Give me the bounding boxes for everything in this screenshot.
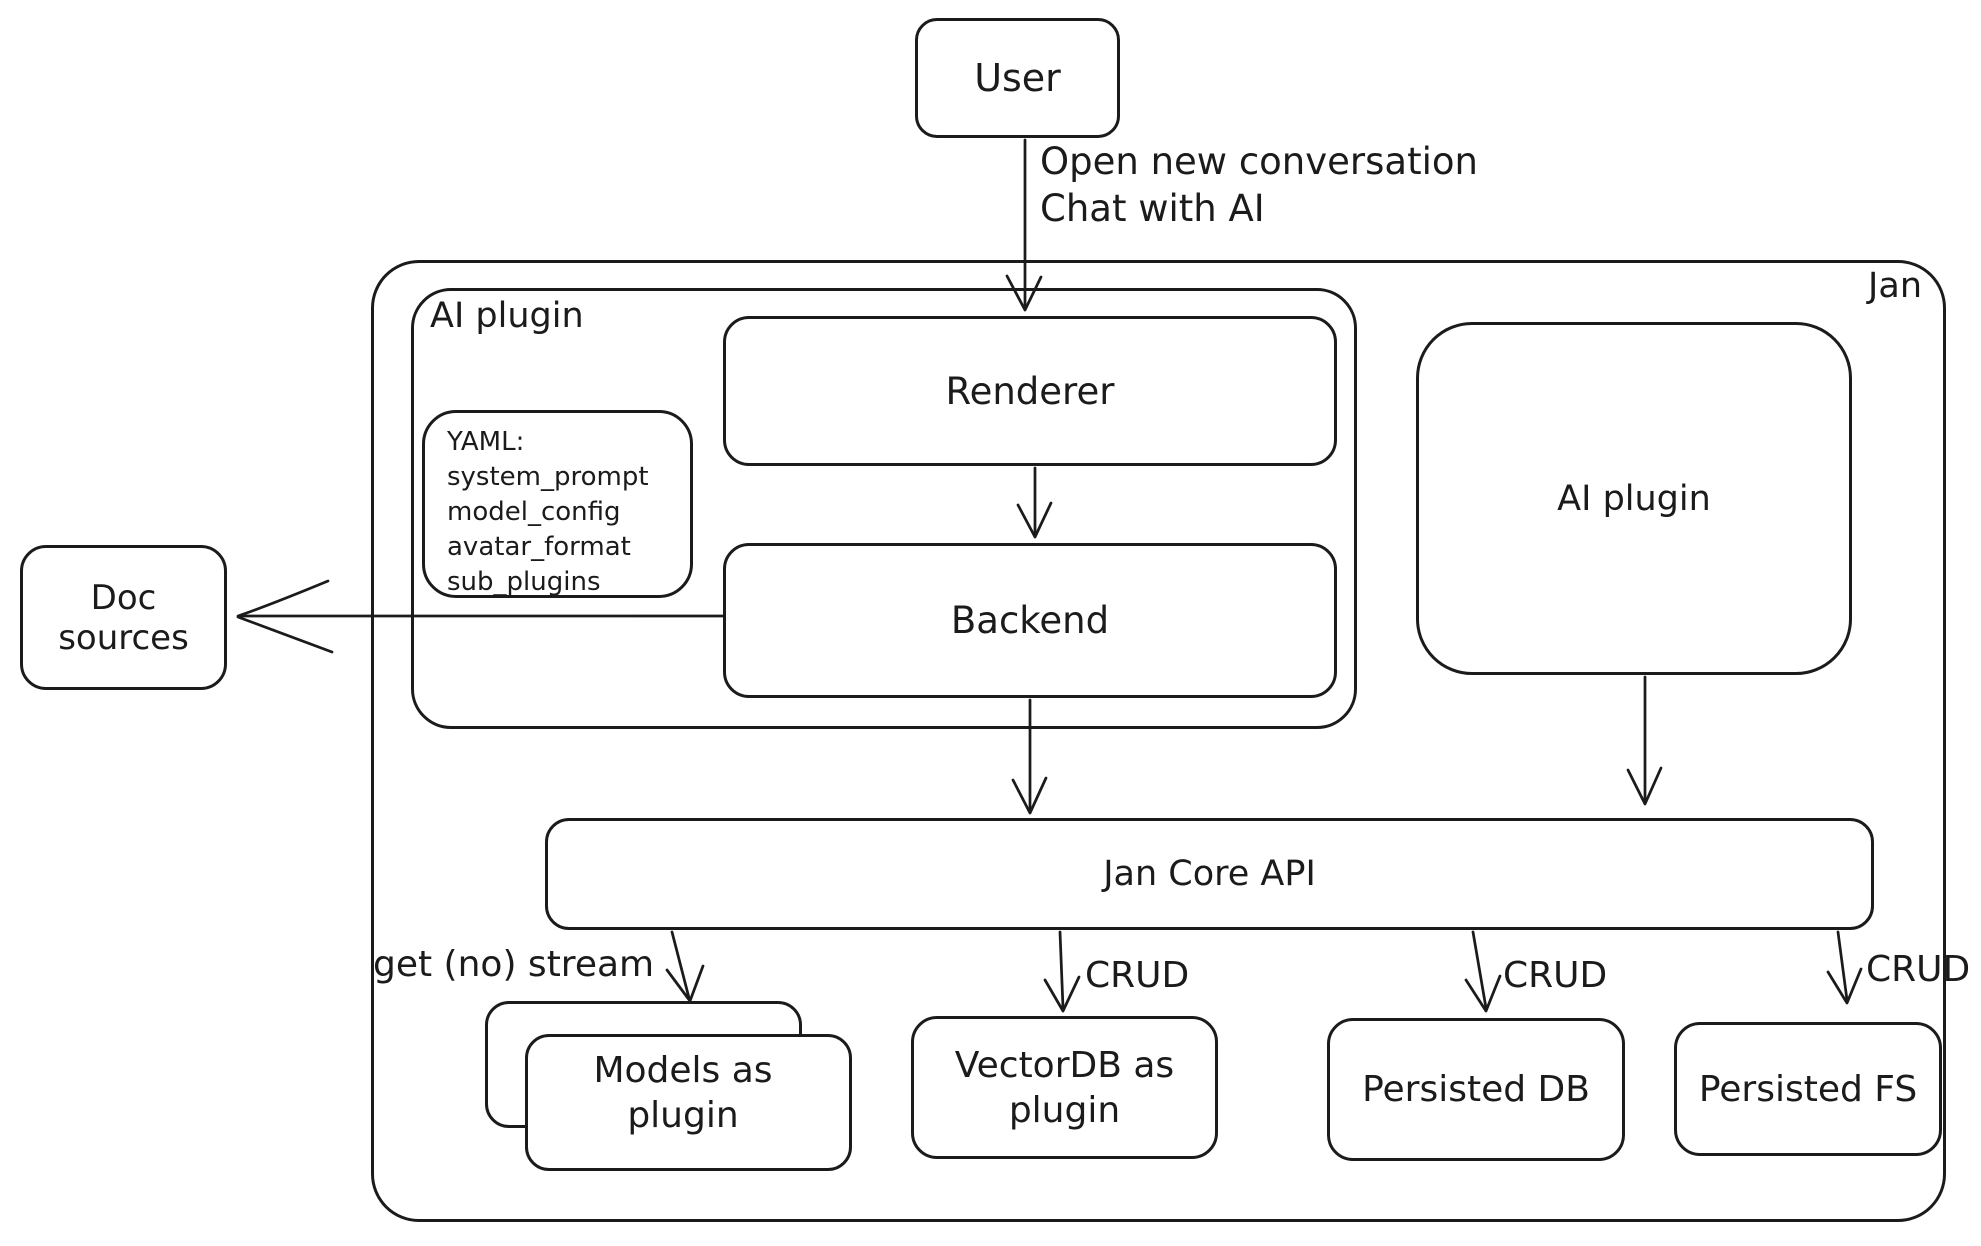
edge-label-crud-persisted-db: CRUD	[1503, 955, 1608, 996]
vectordb-plugin-node[interactable]: VectorDB as plugin	[911, 1016, 1218, 1159]
doc-sources-node-label: Doc sources	[58, 577, 189, 658]
backend-node[interactable]: Backend	[723, 543, 1337, 698]
models-plugin-label: Models as plugin	[593, 1050, 773, 1136]
ai-plugin-right-node-label: AI plugin	[1557, 478, 1711, 519]
yaml-note-node[interactable]: YAML: system_prompt model_config avatar_…	[422, 410, 693, 598]
yaml-note-text: YAML: system_prompt model_config avatar_…	[447, 427, 649, 597]
jan-core-api-node[interactable]: Jan Core API	[545, 818, 1874, 930]
edge-label-get-no-stream: get (no) stream	[373, 944, 655, 985]
edge-label-crud-vectordb: CRUD	[1085, 955, 1190, 996]
doc-sources-node[interactable]: Doc sources	[20, 545, 227, 690]
edge-label-crud-persisted-fs: CRUD	[1866, 949, 1971, 990]
edge-label-user-flow: Open new conversation Chat with AI	[1040, 140, 1478, 230]
jan-container-label: Jan	[1868, 266, 1922, 306]
renderer-node-label: Renderer	[945, 369, 1115, 413]
persisted-fs-node-label: Persisted FS	[1698, 1068, 1918, 1110]
vectordb-plugin-label: VectorDB as plugin	[954, 1044, 1175, 1131]
models-plugin-front-node[interactable]	[525, 1034, 852, 1171]
backend-node-label: Backend	[950, 599, 1110, 642]
user-node-label: User	[974, 56, 1061, 100]
jan-core-api-node-label: Jan Core API	[1103, 854, 1316, 894]
ai-plugin-container-label: AI plugin	[430, 296, 584, 336]
renderer-node[interactable]: Renderer	[723, 316, 1337, 466]
ai-plugin-right-node[interactable]: AI plugin	[1416, 322, 1852, 675]
user-node[interactable]: User	[915, 18, 1120, 138]
persisted-db-node[interactable]: Persisted DB	[1327, 1018, 1625, 1161]
persisted-fs-node[interactable]: Persisted FS	[1674, 1022, 1942, 1156]
persisted-db-node-label: Persisted DB	[1362, 1069, 1590, 1110]
